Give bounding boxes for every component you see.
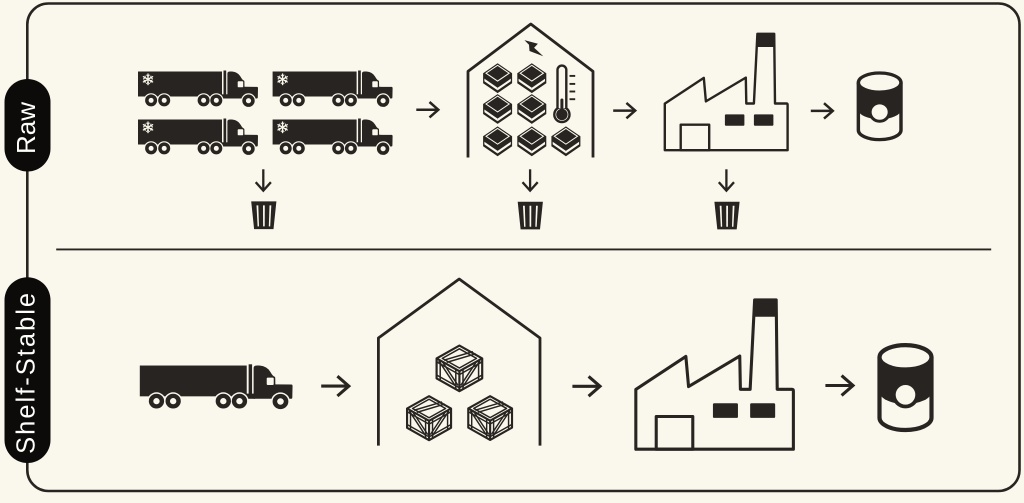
svg-text:Shelf-Stable: Shelf-Stable: [12, 291, 40, 454]
svg-text:Raw: Raw: [11, 102, 41, 154]
